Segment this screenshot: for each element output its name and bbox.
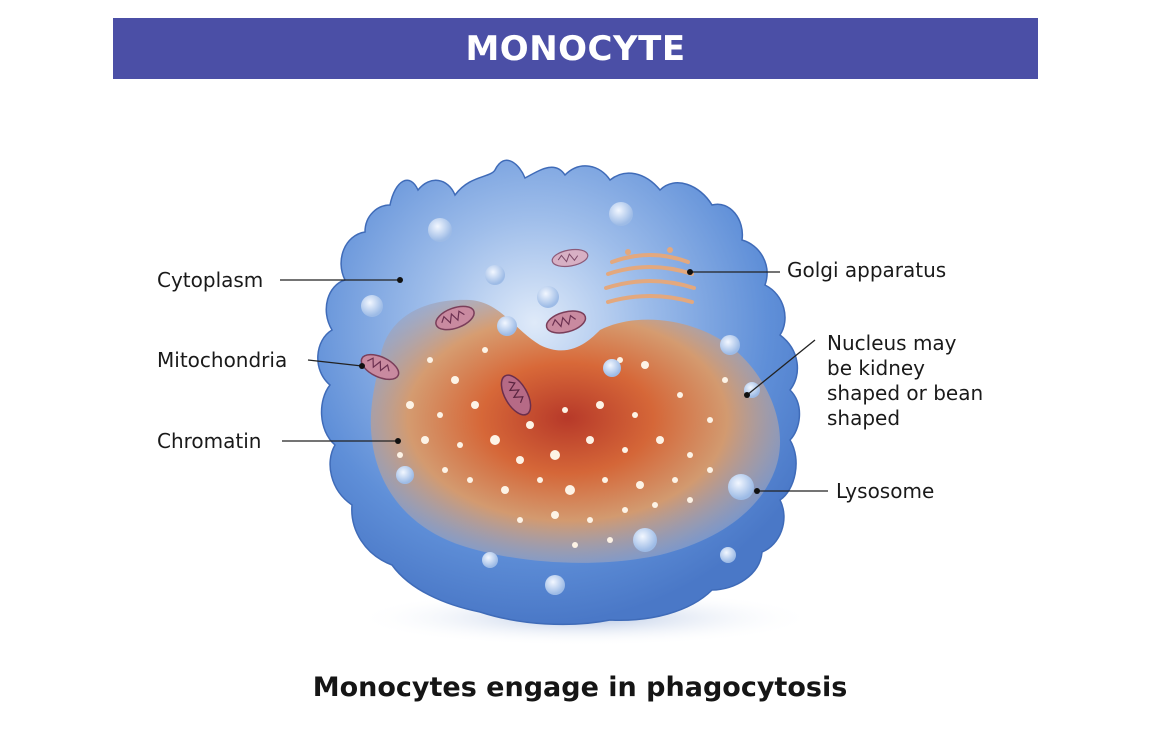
- leader-lines: [280, 269, 828, 494]
- label-cytoplasm: Cytoplasm: [157, 268, 264, 292]
- golgi-apparatus: [604, 247, 696, 304]
- lysosomes: [361, 202, 760, 595]
- title-banner: MONOCYTE: [113, 18, 1038, 79]
- label-nucleus: Nucleus may be kidney shaped or bean sha…: [827, 331, 984, 430]
- label-mitochondria: Mitochondria: [157, 348, 288, 372]
- label-chromatin: Chromatin: [157, 429, 262, 453]
- diagram-title: MONOCYTE: [465, 28, 686, 69]
- mitochondria-organelles: [360, 248, 589, 416]
- label-golgi-apparatus: Golgi apparatus: [787, 258, 947, 282]
- nucleus: [370, 299, 781, 563]
- label-lysosome: Lysosome: [836, 479, 935, 503]
- chromatin-dots: [397, 347, 728, 548]
- diagram-caption: Monocytes engage in phagocytosis: [312, 672, 848, 703]
